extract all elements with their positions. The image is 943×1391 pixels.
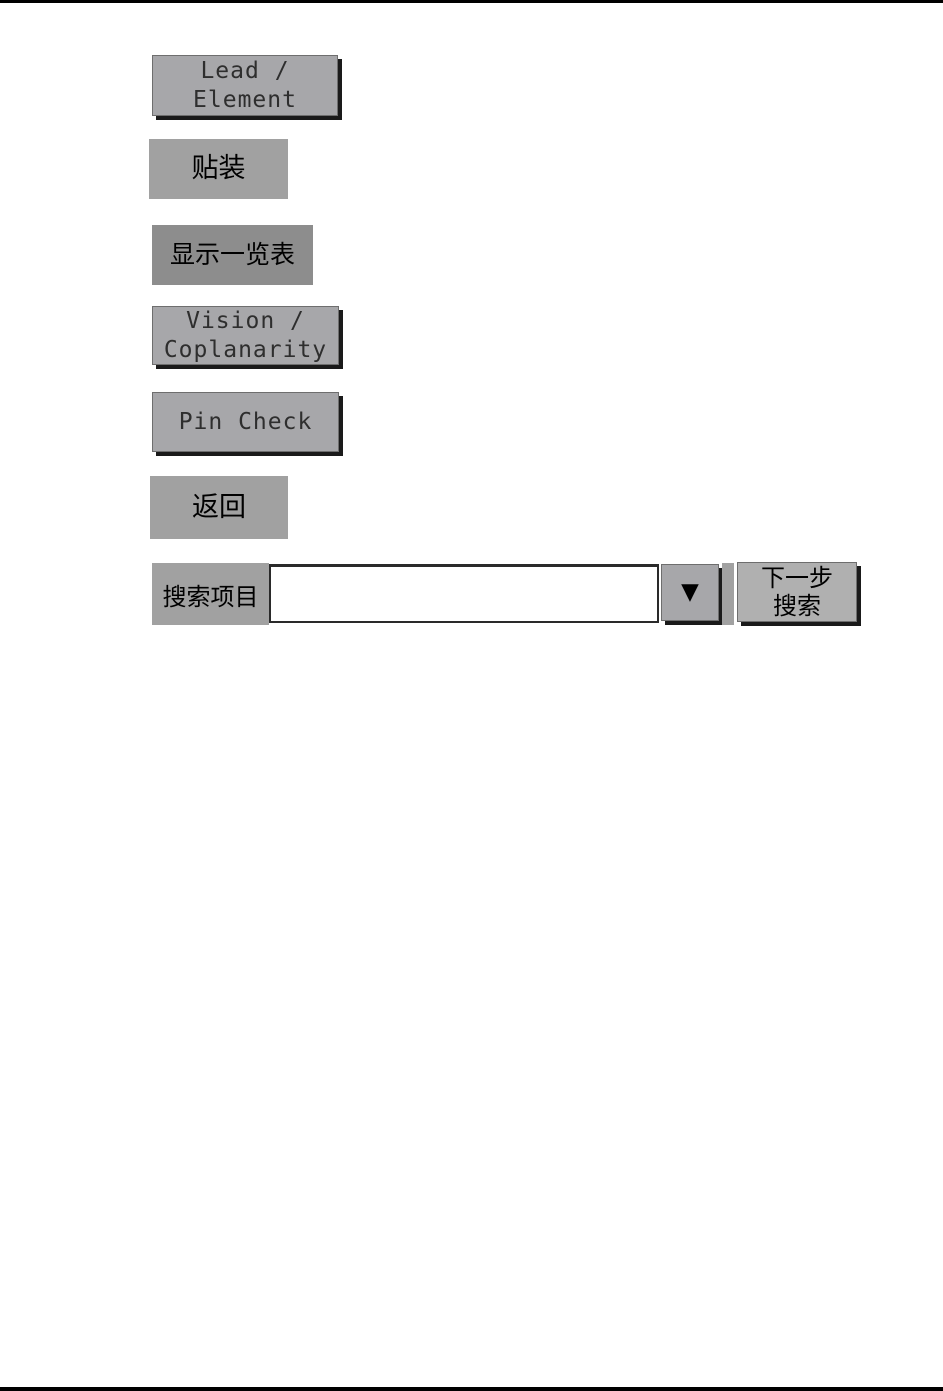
search-item-label: 搜索项目 — [152, 563, 269, 625]
search-item-label-text: 搜索项目 — [162, 582, 259, 611]
lead-element-line2: Element — [193, 86, 297, 113]
vision-coplanarity-button[interactable]: Vision / Coplanarity — [152, 306, 339, 365]
pin-check-button[interactable]: Pin Check — [152, 392, 339, 452]
pin-check-button-label: Pin Check — [178, 408, 313, 435]
lead-element-button[interactable]: Lead / Element — [152, 55, 338, 116]
bottom-rule — [0, 1387, 943, 1391]
next-search-line1: 下一步 — [761, 564, 833, 592]
top-rule — [0, 0, 943, 3]
chevron-down-icon: ▼ — [681, 579, 699, 605]
next-search-button[interactable]: 下一步 搜索 — [737, 562, 857, 622]
display-list-button-label: 显示一览表 — [169, 240, 295, 269]
next-search-line2: 搜索 — [773, 592, 821, 620]
mount-button[interactable]: 贴装 — [149, 139, 288, 199]
vision-coplanarity-line2: Coplanarity — [163, 336, 328, 363]
separator-strip — [722, 563, 734, 625]
back-button[interactable]: 返回 — [150, 476, 288, 539]
search-dropdown-button[interactable]: ▼ — [661, 564, 719, 621]
lead-element-line1: Lead / — [200, 57, 290, 84]
mount-button-label: 贴装 — [191, 153, 246, 184]
display-list-button[interactable]: 显示一览表 — [152, 225, 313, 285]
vision-coplanarity-line1: Vision / — [186, 307, 305, 334]
search-input[interactable] — [269, 564, 659, 623]
back-button-label: 返回 — [192, 491, 246, 523]
